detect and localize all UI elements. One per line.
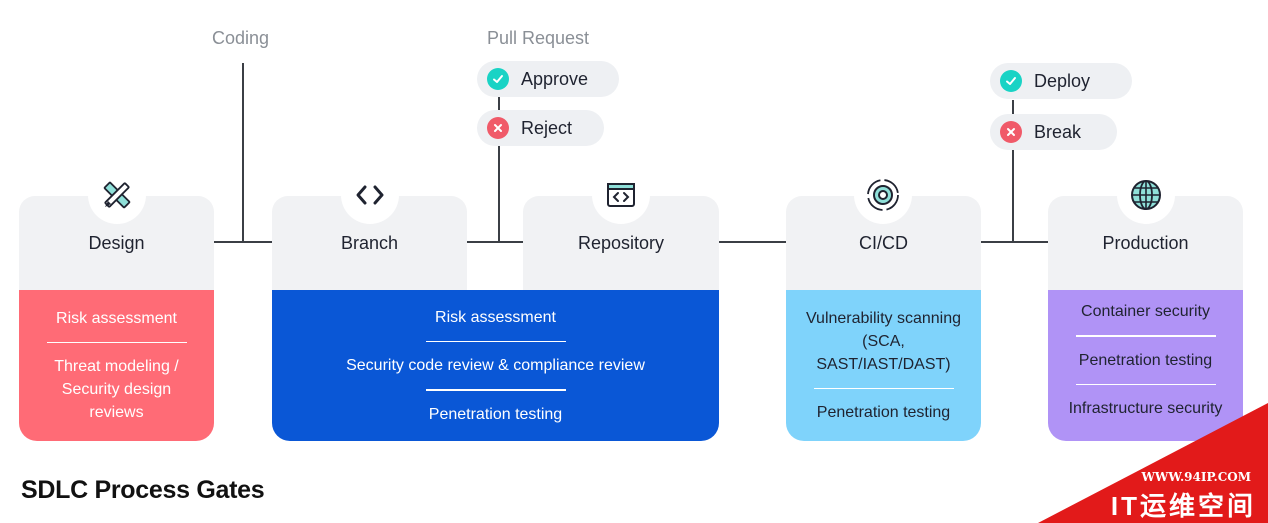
page-title: SDLC Process Gates [21,476,265,504]
watermark-url: WWW.94IP.COM [1141,470,1251,484]
cicd-panel: Vulnerability scanning (SCA, SAST/IAST/D… [786,290,981,441]
divider [425,389,566,391]
divider [46,341,187,344]
reject-label: Reject [521,117,573,138]
globe-icon [1117,166,1175,224]
watermark-badge [1038,403,1268,523]
divider [813,387,954,390]
code-brackets-icon [341,166,399,224]
panel-item: Risk assessment [56,309,177,327]
branch-repository-panel: Risk assessment Security code review & c… [272,290,719,441]
watermark-name: IT运维空间 [1110,491,1256,521]
design-tools-icon [88,166,146,224]
stage-title: Branch [340,233,399,253]
panel-item: Risk assessment [435,308,556,326]
panel-item: Container security [1081,303,1210,320]
divider [1075,383,1216,385]
deploy-label: Deploy [1034,70,1091,91]
code-window-icon [592,166,650,224]
design-panel: Risk assessment Threat modeling / Securi… [19,290,214,441]
deploy-gate-line [1012,100,1014,242]
break-pill: Break [990,114,1117,150]
break-label: Break [1034,121,1082,142]
check-icon [1000,70,1022,92]
panel-item: Penetration testing [1078,351,1213,369]
stage-title: Repository [577,233,665,253]
pull-request-gate-line [498,97,500,242]
reject-pill: Reject [477,110,604,146]
stage-title: CI/CD [859,233,908,253]
panel-item: Vulnerability scanning (SCA, SAST/IAST/D… [805,309,962,373]
approve-pill: Approve [477,61,619,97]
stage-title: Production [1102,233,1189,253]
panel-item: Penetration testing [428,405,563,423]
connector-repository-cicd [719,241,786,243]
cross-icon [487,117,509,139]
panel-item: Penetration testing [816,404,951,422]
connector-branch-repository [467,241,523,243]
check-icon [487,68,509,90]
deploy-pill: Deploy [990,63,1132,99]
panel-item: Security code review & compliance review [346,357,645,374]
coding-gate-line [242,63,244,242]
connector-cicd-production [981,241,1048,243]
pull-request-gate-label: Pull Request [487,28,590,48]
panel-item: Threat modeling / Security design review… [54,358,179,422]
gear-cycle-icon [854,166,912,224]
coding-gate-label: Coding [212,28,270,48]
divider [425,340,566,342]
cross-icon [1000,121,1022,143]
divider [1075,335,1216,337]
approve-label: Approve [521,68,589,89]
stage-title: Design [88,233,145,253]
